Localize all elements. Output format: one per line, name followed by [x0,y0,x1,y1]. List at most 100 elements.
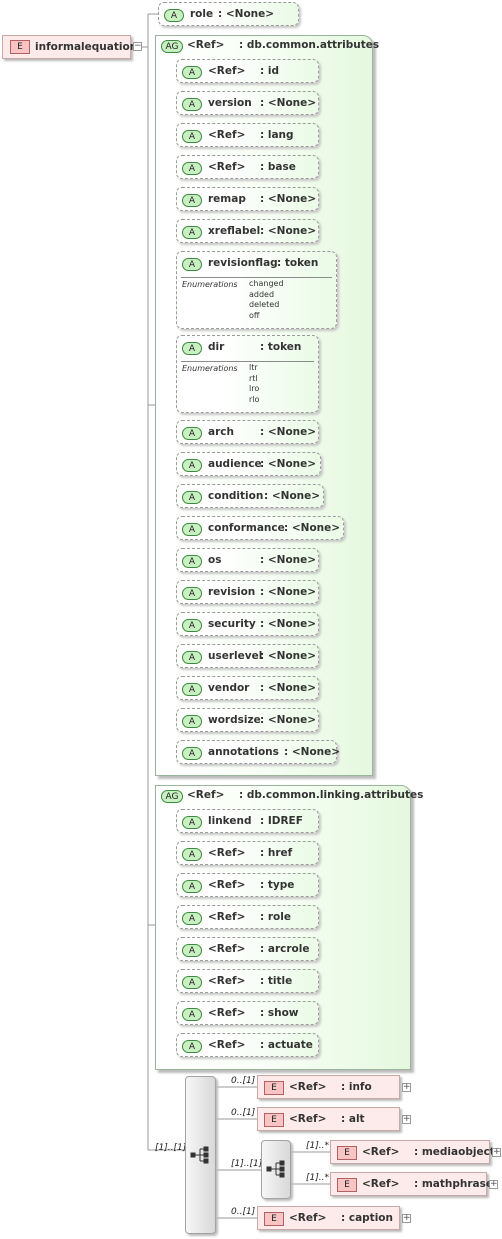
enumeration-header: Enumerations [182,364,238,373]
attribute-badge: A [182,651,202,664]
attribute-group-name: : db.common.linking.attributes [239,789,424,801]
attribute-name: linkend [208,815,252,827]
attribute-name: <Ref> [208,129,246,141]
attribute-item[interactable]: A<Ref>: href [176,841,319,865]
attribute-name: revisionflag [208,257,278,269]
attribute-item[interactable]: A<Ref>: show [176,1001,319,1025]
element-ref: <Ref> [362,1178,400,1190]
cardinality-label: 0..[1] [231,1108,256,1118]
attribute-type: : <None> [284,746,341,758]
attribute-type: : role [260,911,291,923]
attribute-badge: A [182,130,202,143]
attribute-item[interactable]: A<Ref>: role [176,905,319,929]
attribute-badge: A [182,427,202,440]
attribute-badge: A [182,880,202,893]
element-badge: E [337,1178,357,1192]
expand-toggle[interactable]: + [402,1213,411,1223]
element-mediaobject[interactable]: E<Ref>: mediaobject [330,1140,495,1164]
attribute-name: userlevel [208,650,263,662]
attribute-group-badge: AG [161,40,183,53]
attribute-type: : <None> [260,193,317,205]
attribute-badge: A [182,587,202,600]
attribute-badge: A [182,619,202,632]
attribute-type: : show [260,1007,299,1019]
expand-toggle[interactable]: + [402,1082,411,1092]
attribute-badge: A [182,459,202,472]
element-caption[interactable]: E<Ref>: caption [257,1206,400,1230]
cardinality-label: 0..[1] [231,1207,256,1217]
attribute-type: : <None> [260,97,317,109]
expand-toggle[interactable]: + [489,1179,498,1189]
attribute-item[interactable]: A<Ref>: id [176,59,319,83]
enumeration-value: rtl [249,373,258,383]
attribute-badge: A [182,258,202,271]
attribute-item[interactable]: A<Ref>: base [176,155,319,179]
attribute-type: : <None> [260,650,317,662]
cardinality-label: [1]..[1] [231,1159,263,1169]
element-ref: <Ref> [289,1081,327,1093]
element-info[interactable]: E<Ref>: info [257,1075,400,1099]
element-badge: E [10,40,30,54]
element-alt[interactable]: E <Ref> : alt [257,1107,400,1131]
attribute-badge: A [182,226,202,239]
attribute-name: security [208,618,256,630]
cardinality-label: 0..[1] [231,1076,256,1086]
enumeration-value: deleted [249,300,280,309]
attribute-item[interactable]: A <Ref> : type [176,873,319,897]
attribute-type: : IDREF [260,815,303,827]
attribute-item[interactable]: A<Ref>: actuate [176,1033,319,1057]
element-badge: E [264,1113,284,1127]
cardinality-label: [1]..* [306,1141,329,1151]
attribute-item[interactable]: A<Ref>: lang [176,123,319,147]
element-ref: <Ref> [289,1113,327,1125]
attribute-badge: A [164,9,184,22]
attribute-name: annotations [208,746,279,758]
attribute-badge: A [182,98,202,111]
element-name: : mediaobject [414,1146,495,1158]
collapse-toggle[interactable]: − [133,41,142,51]
attribute-name: vendor [208,682,250,694]
expand-toggle[interactable]: + [402,1114,411,1124]
attribute-name: <Ref> [208,975,246,987]
attribute-name: <Ref> [208,879,246,891]
attribute-group-ref: <Ref> [187,789,225,801]
element-ref: <Ref> [289,1212,327,1224]
expand-toggle[interactable]: + [492,1147,501,1157]
element-mathphrase[interactable]: E<Ref>: mathphrase [330,1172,493,1196]
element-badge: E [264,1081,284,1095]
attribute-type: : <None> [260,682,317,694]
sequence-icon [266,1160,285,1178]
attribute-item[interactable]: A<Ref>: title [176,969,319,993]
element-name: : alt [341,1113,365,1125]
attribute-type: : <None> [260,586,317,598]
attribute-badge: A [182,848,202,861]
attribute-name: version [208,97,252,109]
attribute-name: arch [208,426,234,438]
cardinality-label: [1]..* [306,1173,329,1183]
attribute-badge: A [182,523,202,536]
attribute-type: : token [277,257,319,269]
enumeration-value: rlo [249,394,260,404]
attribute-name: <Ref> [208,161,246,173]
attribute-type: : type [260,879,295,891]
attribute-item[interactable]: A<Ref>: arcrole [176,937,319,961]
